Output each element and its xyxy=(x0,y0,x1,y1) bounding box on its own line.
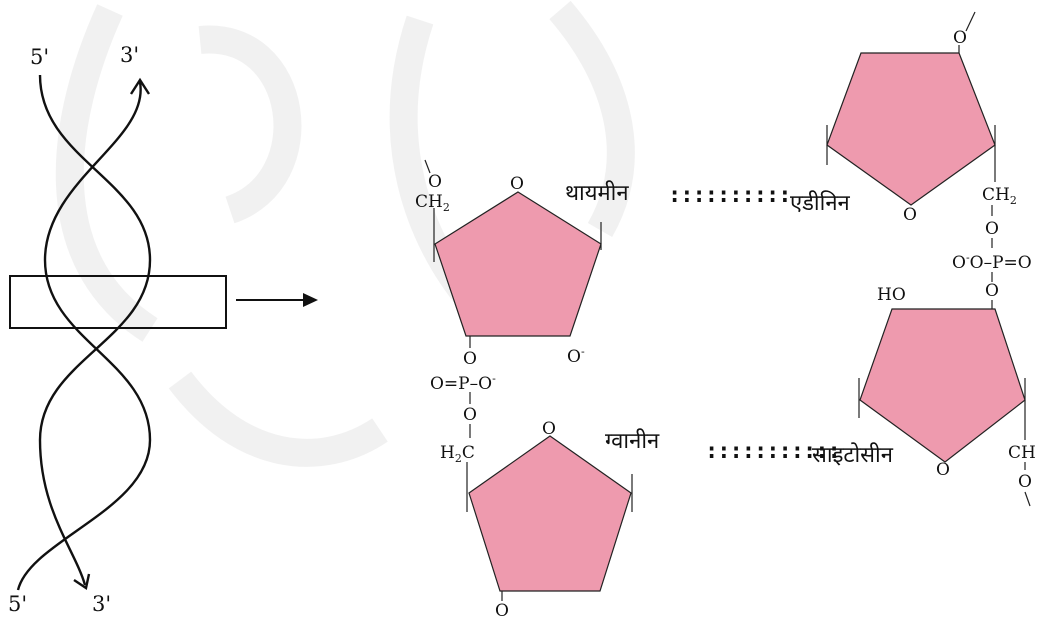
atom-ch-bottom: CH xyxy=(1008,443,1036,463)
phosphate-group-right: O-O–P=O xyxy=(952,251,1032,273)
base-label-guanine: ग्वानीन xyxy=(605,428,660,454)
ring-oxygen-guanine: O xyxy=(542,419,556,439)
sugar-ring-thymine xyxy=(434,191,602,337)
zoom-arrow-head-icon xyxy=(303,293,318,307)
bond-stub xyxy=(424,159,431,174)
ring-oxygen: O xyxy=(510,174,524,194)
strand-end-5-top: 5' xyxy=(30,45,49,69)
highlight-box xyxy=(9,275,227,329)
strand-end-3-bottom: 3' xyxy=(92,592,111,616)
atom-o-bottom: O xyxy=(495,601,509,619)
helix-strand-2 xyxy=(16,81,152,591)
strand-end-3-top: 3' xyxy=(120,43,139,67)
ring-oxygen-adenine: O xyxy=(903,205,917,225)
atom-o-right-2: O xyxy=(985,281,999,301)
arrowhead-top-icon xyxy=(129,77,151,95)
arrowhead-bottom-icon xyxy=(73,573,91,590)
cytosine-nucleotide: HO O CH O xyxy=(877,285,1036,507)
helix-strand-1 xyxy=(38,74,152,586)
thymine-nucleotide: O CH2 O O- O O=P–O- O xyxy=(415,159,585,438)
watermark xyxy=(55,0,635,467)
base-label-thymine: थायमीन xyxy=(565,180,629,206)
atom-o-top: O xyxy=(953,28,967,48)
atom-ho: HO xyxy=(877,285,906,305)
phosphate-group-left: O=P–O- xyxy=(430,372,496,394)
atom-o-link: O xyxy=(463,405,477,425)
base-label-cytosine: साइटोसीन xyxy=(812,442,894,468)
atom-h2c: H2C xyxy=(440,443,475,465)
strand-end-5-bottom: 5' xyxy=(8,592,27,616)
base-label-adenine: एडीनिन xyxy=(790,190,851,216)
hydrogen-bond-pair2: ::::::::::: xyxy=(705,439,840,464)
sugar-ring-adenine xyxy=(826,52,996,206)
ring-oxygen-cytosine: O xyxy=(936,460,950,480)
ring-side-ticks xyxy=(433,125,1026,512)
sugar-ring-guanine xyxy=(468,435,632,592)
guanine-nucleotide: H2C O O xyxy=(440,419,556,619)
atom-o-5prime: O xyxy=(428,172,442,192)
atom-o-minus: O- xyxy=(567,345,585,367)
adenine-nucleotide: O O CH2 O O-O–P=O O xyxy=(903,11,1032,309)
atom-ch2-right: CH2 xyxy=(982,185,1017,207)
hydrogen-bond-pair1: :::::::::: xyxy=(668,183,790,208)
double-helix: 5' 3' 5' 3' xyxy=(8,43,318,616)
atom-o-bottom-right: O xyxy=(1018,472,1032,492)
atom-o-3prime: O xyxy=(463,349,477,369)
atom-ch2: CH2 xyxy=(415,192,450,214)
sugar-ring-cytosine xyxy=(859,308,1026,463)
atom-o-right-1: O xyxy=(985,219,999,239)
